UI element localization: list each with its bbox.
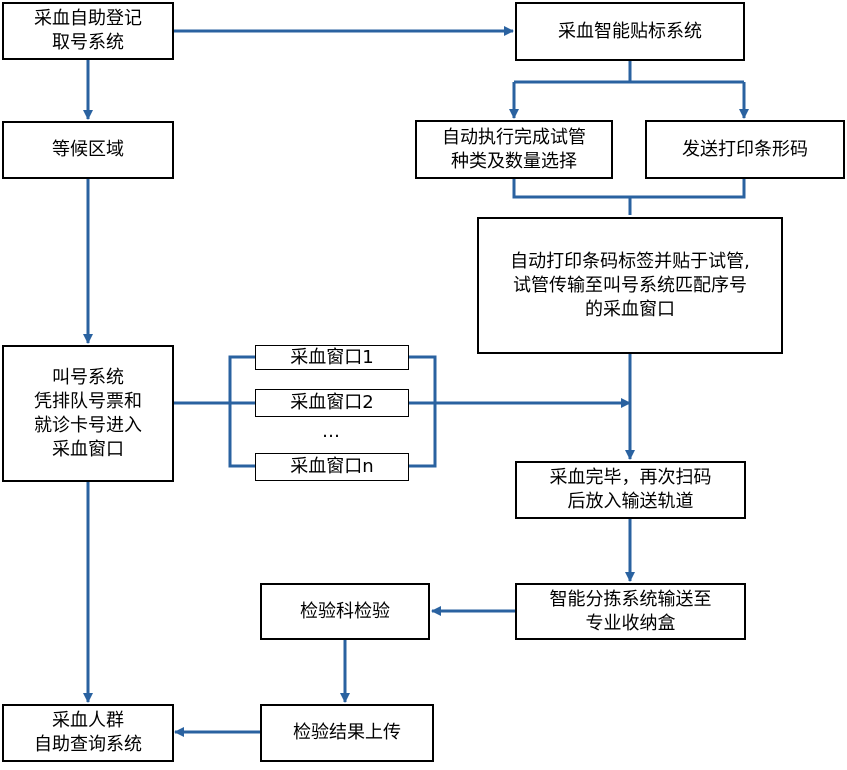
node-lab: 检验科检验 [260, 583, 430, 640]
bracket-right [409, 355, 437, 468]
node-print-barcode: 发送打印条形码 [645, 120, 845, 179]
node-self-register: 采血自助登记 取号系统 [2, 2, 174, 60]
node-call-system: 叫号系统 凭排队号票和 就诊卡号进入 采血窗口 [2, 345, 174, 482]
node-upload: 检验结果上传 [260, 704, 434, 762]
node-auto-tube: 自动执行完成试管 种类及数量选择 [415, 120, 613, 179]
node-sorting: 智能分拣系统输送至 专业收纳盒 [515, 583, 746, 640]
connector-merge [512, 179, 746, 215]
node-print-paste: 自动打印条码标签并贴于试管, 试管传输至叫号系统匹配序号 的采血窗口 [477, 217, 783, 354]
node-waiting: 等候区域 [2, 121, 174, 179]
node-smart-label: 采血智能贴标系统 [515, 2, 745, 61]
connector-label-split [514, 61, 744, 84]
window-ellipsis: … [322, 421, 340, 442]
node-window-1: 采血窗口1 [255, 345, 409, 370]
node-window-2: 采血窗口2 [255, 389, 409, 417]
node-rescan: 采血完毕，再次扫码 后放入输送轨道 [515, 461, 746, 519]
bracket-left [228, 355, 255, 468]
node-query: 采血人群 自助查询系统 [2, 704, 174, 762]
node-window-n: 采血窗口n [255, 453, 409, 481]
